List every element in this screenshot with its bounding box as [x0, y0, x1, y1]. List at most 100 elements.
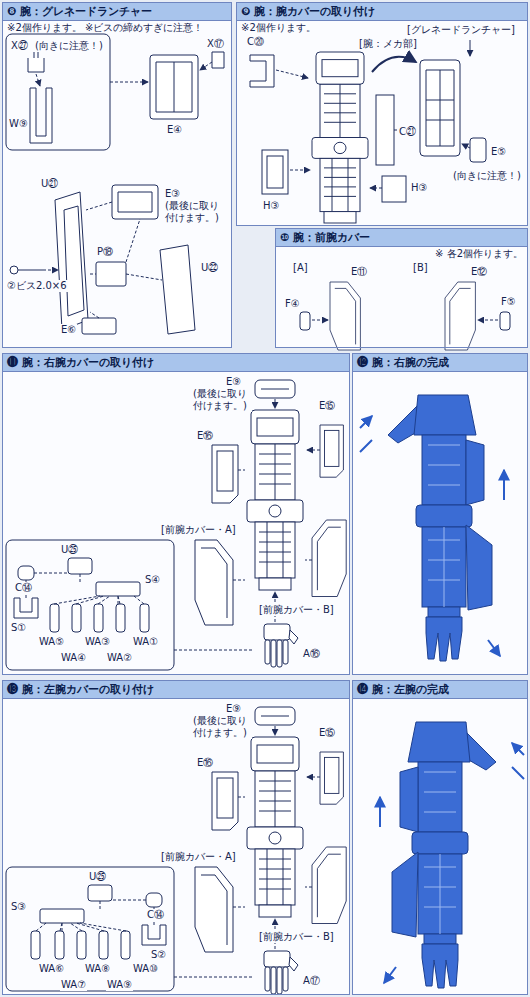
- illustration-stroke: [238, 470, 245, 471]
- illustration-stroke: [372, 57, 416, 72]
- illustration-stroke: [28, 52, 44, 72]
- illustration-stroke: [82, 318, 116, 334]
- illustration-stroke: [31, 885, 166, 959]
- part-number: E⑫: [470, 266, 488, 278]
- illustration-stroke: [290, 170, 310, 171]
- illustration-stroke: [86, 202, 162, 318]
- illustration-stroke: [2, 2, 232, 348]
- illustration-stroke: [370, 188, 382, 189]
- illustration-stroke: [200, 62, 212, 70]
- part-caption: [前腕カバー・A]: [160, 524, 237, 536]
- step-note: ※ 各2個作ります。: [276, 247, 527, 261]
- part-caption: [B]: [412, 262, 429, 274]
- part-number: S④: [144, 574, 161, 586]
- illustration-stroke: [14, 558, 149, 632]
- part-number: WA⑧: [84, 963, 111, 975]
- part-number: WA②: [106, 652, 133, 664]
- illustration-stroke: [112, 185, 158, 219]
- part-number: WA④: [60, 652, 87, 664]
- part-number: E⑨: [225, 703, 242, 715]
- part-number: A⑰: [302, 975, 321, 987]
- part-number: P⑱: [96, 246, 114, 258]
- illustration-stroke: [330, 282, 360, 350]
- part-number: F④: [284, 298, 301, 310]
- illustration-stroke: [320, 425, 343, 477]
- illustration-stroke: [352, 353, 528, 675]
- part-number: A⑯: [302, 648, 321, 660]
- illustration-stroke: [236, 2, 528, 226]
- illustration-stroke: [275, 399, 276, 408]
- part-number: C⑭: [14, 582, 33, 594]
- illustration-stroke: [18, 270, 46, 271]
- assembly-note: (最後に取り付けます。): [164, 200, 228, 224]
- part-number: C㉑: [398, 126, 417, 138]
- illustration-stroke: [255, 380, 295, 398]
- illustration-stroke: [6, 867, 174, 991]
- illustration-stroke: [233, 580, 245, 581]
- illustration-stroke: [2, 353, 350, 675]
- part-caption: [前腕カバー・B]: [258, 604, 335, 616]
- part-number: U㉑: [40, 178, 59, 190]
- part-number: E⑥: [60, 324, 77, 336]
- part-number: WA⑨: [106, 979, 133, 991]
- illustration-stroke: [352, 680, 528, 995]
- part-number: WA③: [84, 636, 111, 648]
- illustration-stroke: [470, 40, 471, 56]
- part-number: WA①: [132, 636, 159, 648]
- illustration-stroke: [312, 320, 328, 321]
- part-number: E⑯: [196, 430, 214, 442]
- step-panel: ⓫ 腕：右腕カバーの取り付け: [2, 353, 350, 675]
- step-header: ❾ 腕：腕カバーの取り付け: [237, 3, 527, 21]
- illustration-stroke: [267, 156, 283, 188]
- illustration-stroke: [250, 55, 274, 87]
- illustration-stroke: [150, 55, 198, 119]
- illustration-stroke: [445, 282, 475, 350]
- part-number: U㉕: [88, 871, 107, 883]
- illustration-stroke: [305, 560, 312, 561]
- illustration-stroke: [360, 416, 372, 452]
- illustration-stroke: [212, 445, 238, 503]
- part-number: S②: [150, 949, 167, 961]
- illustration-stroke: [376, 95, 394, 165]
- illustration-stroke: [48, 270, 58, 271]
- part-number: S③: [10, 901, 27, 913]
- step-panel: ⓬ 腕：右腕の完成: [352, 353, 528, 675]
- step-note: ※2個作ります。 ※ビスの締めすぎに注意！: [3, 21, 231, 35]
- illustration-stroke: [96, 262, 126, 286]
- part-number: WA⑩: [132, 963, 159, 975]
- step-header: ❽ 腕：グレネードランチャー: [3, 3, 231, 21]
- part-number: WA⑦: [60, 979, 87, 991]
- part-caption: [腕：メカ部]: [358, 38, 418, 50]
- part-number: WA⑤: [38, 636, 65, 648]
- part-caption: [前腕カバー・B]: [258, 931, 335, 943]
- assembly-note: (向きに注意！): [34, 40, 104, 52]
- part-number: H③: [262, 200, 280, 212]
- illustration-stroke: [10, 266, 18, 274]
- illustration-stroke: [174, 650, 254, 651]
- step-panel: ❿ 腕：前腕カバー※ 各2個作ります。: [275, 228, 528, 348]
- illustration-stroke: [212, 52, 224, 68]
- part-number: U㉕: [60, 544, 79, 556]
- illustration-stroke: [420, 60, 460, 156]
- illustration-stroke: [503, 470, 505, 500]
- part-number: F⑤: [500, 296, 517, 308]
- illustration-stroke: [307, 450, 320, 451]
- illustration-stroke: [195, 540, 233, 625]
- step-header: ⓬ 腕：右腕の完成: [353, 354, 527, 372]
- part-number: E⑯: [196, 757, 214, 769]
- part-number: E⑮: [318, 400, 336, 412]
- illustration-stroke: [247, 410, 303, 590]
- illustration-stroke: [488, 640, 500, 656]
- illustration-stroke: [470, 138, 486, 162]
- part-number: E③: [164, 188, 181, 200]
- illustration-stroke: [426, 70, 454, 146]
- part-caption: [グレネードランチャー]: [406, 24, 516, 36]
- illustration-stroke: [30, 88, 52, 143]
- part-number: X⑰: [206, 38, 225, 50]
- illustration-stroke: [160, 245, 195, 334]
- illustration-stroke: [388, 395, 492, 661]
- illustration-stroke: [6, 540, 174, 670]
- assembly-note: (向きに注意！): [452, 170, 522, 182]
